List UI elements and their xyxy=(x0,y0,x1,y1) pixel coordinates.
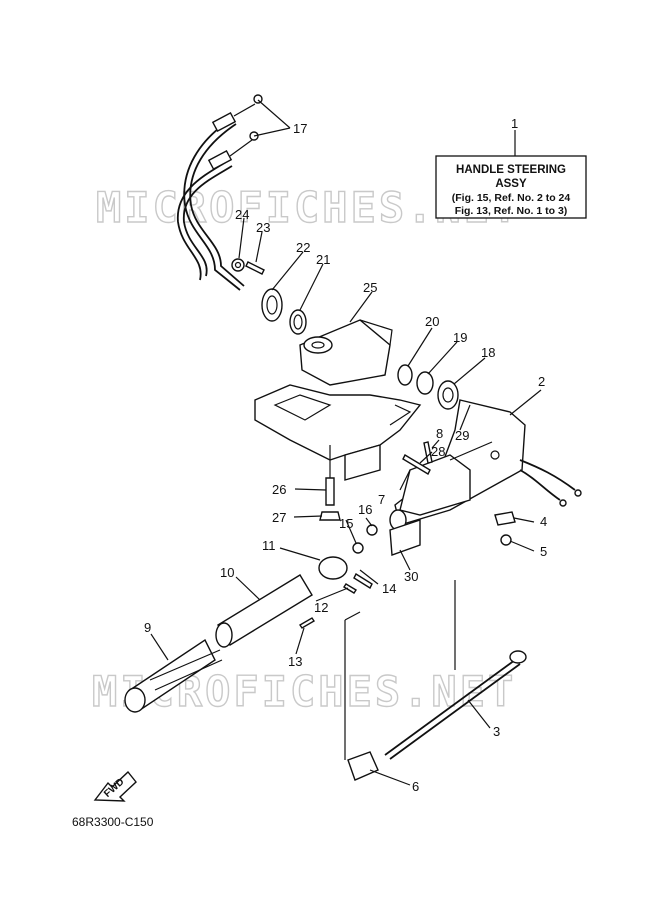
ring-21 xyxy=(289,309,307,335)
shaft-10 xyxy=(215,574,313,648)
grommet-22 xyxy=(261,288,283,322)
bracket-6 xyxy=(347,751,379,781)
callout-27: 27 xyxy=(272,510,286,525)
bolt-8 xyxy=(423,441,433,464)
title-line-2: ASSY xyxy=(495,178,527,190)
callout-4: 4 xyxy=(540,514,547,529)
bolt-7 xyxy=(402,454,431,475)
callout-30: 30 xyxy=(404,569,418,584)
plate-30 xyxy=(389,519,421,556)
screw-23 xyxy=(245,261,265,275)
bracket-plate xyxy=(254,384,422,481)
callout-8: 8 xyxy=(436,426,443,441)
callout-25: 25 xyxy=(363,280,377,295)
washer-15 xyxy=(352,542,364,554)
rod-3 xyxy=(384,650,527,760)
callout-13: 13 xyxy=(288,654,302,669)
callout-10: 10 xyxy=(220,565,234,580)
bolt-12 xyxy=(343,583,357,594)
callout-numbers: 1 2 3 4 5 6 7 8 9 10 11 12 13 14 15 16 1… xyxy=(144,116,547,794)
callout-12: 12 xyxy=(314,600,328,615)
title-box: HANDLE STEERING ASSY (Fig. 15, Ref. No. … xyxy=(435,155,587,219)
washer-20 xyxy=(397,364,413,386)
callout-18: 18 xyxy=(481,345,495,360)
title-line-3: (Fig. 15, Ref. No. 2 to 24 xyxy=(452,192,571,204)
diagram-code: 68R3300-C150 xyxy=(72,815,154,829)
nut-16 xyxy=(366,524,378,536)
pin-14 xyxy=(353,572,373,590)
bushing-18 xyxy=(437,380,459,410)
callout-5: 5 xyxy=(540,544,547,559)
screw-5 xyxy=(500,534,512,546)
callout-14: 14 xyxy=(382,581,396,596)
grip-9 xyxy=(124,638,223,713)
callout-1: 1 xyxy=(511,116,518,131)
callout-7: 7 xyxy=(378,492,385,507)
clip-4 xyxy=(494,511,516,526)
shaft-29 xyxy=(389,454,471,531)
title-line-4: Fig. 13, Ref. No. 1 to 3) xyxy=(455,205,568,217)
cover-25 xyxy=(299,319,393,386)
stud-26 xyxy=(325,477,335,506)
callout-23: 23 xyxy=(256,220,270,235)
callout-6: 6 xyxy=(412,779,419,794)
callout-19: 19 xyxy=(453,330,467,345)
bracket-cables xyxy=(519,459,582,507)
callout-17: 17 xyxy=(293,121,307,136)
callout-26: 26 xyxy=(272,482,286,497)
throttle-cables xyxy=(177,94,263,291)
callout-22: 22 xyxy=(296,240,310,255)
callout-2: 2 xyxy=(538,374,545,389)
callout-24: 24 xyxy=(235,207,249,222)
callout-29: 29 xyxy=(455,428,469,443)
sleeve-11 xyxy=(318,556,348,580)
screw-13 xyxy=(299,617,315,629)
fwd-arrow: FWD xyxy=(93,770,137,802)
callout-16: 16 xyxy=(358,502,372,517)
title-line-1: HANDLE STEERING xyxy=(456,164,566,176)
nut-24 xyxy=(231,258,245,272)
callout-28: 28 xyxy=(431,444,445,459)
nut-27 xyxy=(319,511,341,521)
callout-20: 20 xyxy=(425,314,439,329)
callout-21: 21 xyxy=(316,252,330,267)
callout-3: 3 xyxy=(493,724,500,739)
leader-lines xyxy=(150,99,542,786)
callout-15: 15 xyxy=(339,516,353,531)
washer-19 xyxy=(416,371,434,395)
callout-11: 11 xyxy=(262,538,276,553)
callout-9: 9 xyxy=(144,620,151,635)
